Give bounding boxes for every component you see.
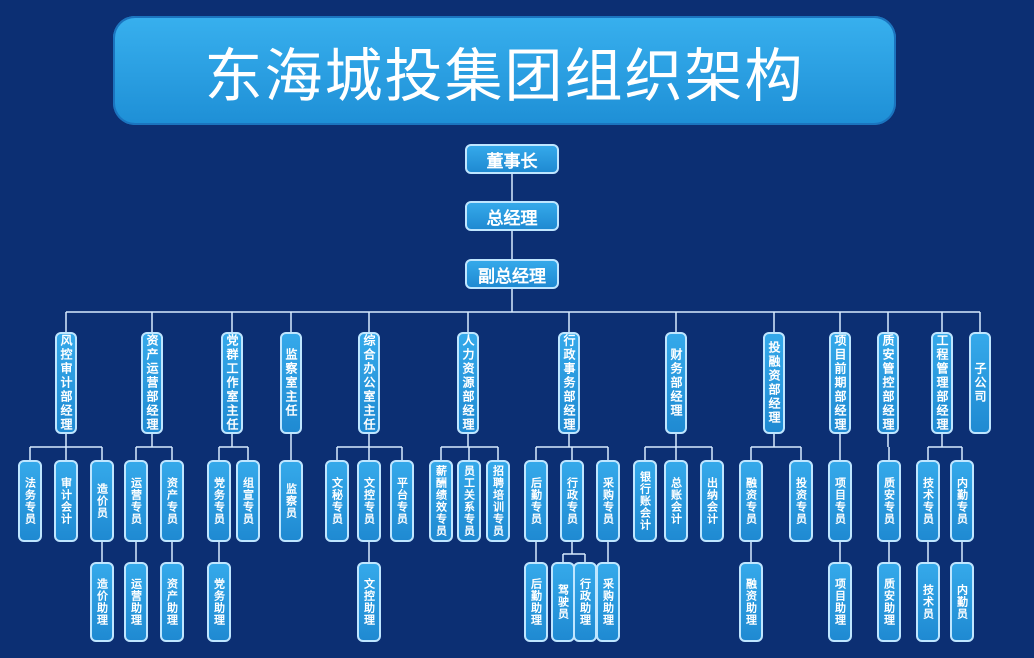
staff-box-2-1: 组宣专员 [236,460,260,542]
department-box-6: 行政事务部经理 [558,332,580,434]
department-box-7: 财务部经理 [665,332,687,434]
sub-staff-box-4-1-0: 文控助理 [357,562,381,642]
department-box-8: 投融资部经理 [763,332,785,434]
sub-staff-box-1-0-0: 运营助理 [124,562,148,642]
chain-box-2: 副总经理 [465,259,559,289]
staff-box-2-0: 党务专员 [207,460,231,542]
sub-staff-box-2-0-0: 党务助理 [207,562,231,642]
sub-staff-box-11-1-0: 内勤员 [950,562,974,642]
chain-box-1: 总经理 [465,201,559,231]
staff-box-7-0: 银行账会计 [633,460,657,542]
staff-box-9-0: 项目专员 [828,460,852,542]
staff-box-6-0: 后勤专员 [524,460,548,542]
staff-box-7-2: 出纳会计 [700,460,724,542]
sub-staff-box-6-1-1: 行政助理 [573,562,597,642]
department-box-5: 人力资源部经理 [457,332,479,434]
department-box-1: 资产运营部经理 [141,332,163,434]
staff-box-10-0: 质安专员 [877,460,901,542]
staff-box-11-0: 技术专员 [916,460,940,542]
staff-box-8-1: 投资专员 [789,460,813,542]
department-box-2: 党群工作室主任 [221,332,243,434]
department-box-10: 质安管控部经理 [877,332,899,434]
sub-staff-box-1-1-0: 资产助理 [160,562,184,642]
sub-staff-box-0-2-0: 造价助理 [90,562,114,642]
staff-box-4-1: 文控专员 [357,460,381,542]
department-box-11: 工程管理部经理 [931,332,953,434]
sub-staff-box-6-0-0: 后勤助理 [524,562,548,642]
staff-box-1-1: 资产专员 [160,460,184,542]
staff-box-0-2: 造价员 [90,460,114,542]
staff-box-1-0: 运营专员 [124,460,148,542]
sub-staff-box-8-0-0: 融资助理 [739,562,763,642]
sub-staff-box-10-0-0: 质安助理 [877,562,901,642]
staff-box-4-2: 平台专员 [390,460,414,542]
staff-box-6-2: 采购专员 [596,460,620,542]
staff-box-3-0: 监察员 [279,460,303,542]
department-box-0: 风控审计部经理 [55,332,77,434]
staff-box-7-1: 总账会计 [664,460,688,542]
staff-box-5-0: 薪酬绩效专员 [429,460,453,542]
department-box-3: 监察室主任 [280,332,302,434]
sub-staff-box-6-1-0: 驾驶员 [551,562,575,642]
chart-title: 东海城投集团组织架构 [113,16,896,125]
staff-box-0-1: 审计会计 [54,460,78,542]
staff-box-0-0: 法务专员 [18,460,42,542]
sub-staff-box-11-0-0: 技术员 [916,562,940,642]
sub-staff-box-9-0-0: 项目助理 [828,562,852,642]
chain-box-0: 董事长 [465,144,559,174]
staff-box-8-0: 融资专员 [739,460,763,542]
sub-staff-box-6-2-0: 采购助理 [596,562,620,642]
department-box-4: 综合办公室主任 [358,332,380,434]
staff-box-4-0: 文秘专员 [325,460,349,542]
staff-box-5-1: 员工关系专员 [457,460,481,542]
staff-box-6-1: 行政专员 [560,460,584,542]
staff-box-5-2: 招聘培训专员 [486,460,510,542]
department-box-12: 子公司 [969,332,991,434]
staff-box-11-1: 内勤专员 [950,460,974,542]
department-box-9: 项目前期部经理 [829,332,851,434]
